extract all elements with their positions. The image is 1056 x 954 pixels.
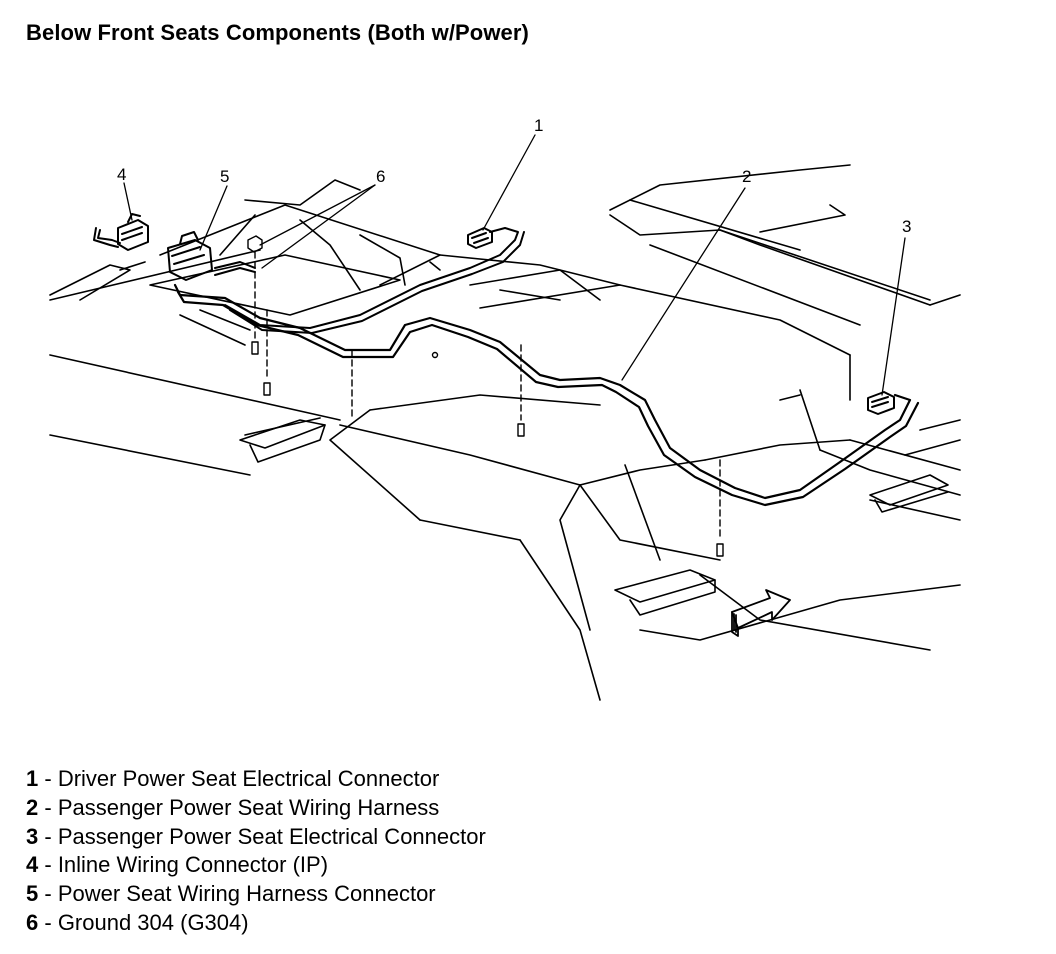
legend-separator: - bbox=[38, 881, 58, 907]
legend-label: Ground 304 (G304) bbox=[57, 909, 249, 935]
passenger-wiring-harness bbox=[93, 227, 920, 507]
legend-item: 6 - Ground 304 (G304) bbox=[26, 909, 486, 938]
legend-label: Passenger Power Seat Wiring Harness bbox=[57, 794, 440, 820]
legend-item: 4 - Inline Wiring Connector (IP) bbox=[26, 851, 486, 880]
legend-label: Driver Power Seat Electrical Connector bbox=[57, 766, 440, 791]
legend-separator: - bbox=[38, 852, 58, 878]
legend-separator: - bbox=[38, 766, 58, 791]
front-direction-arrow bbox=[731, 589, 791, 637]
legend-separator: - bbox=[38, 794, 58, 820]
legend-number: 5 bbox=[26, 881, 39, 907]
legend-separator: - bbox=[38, 823, 58, 849]
inline-connector bbox=[117, 213, 149, 251]
legend-label: Passenger Power Seat Electrical Connecto… bbox=[57, 823, 486, 849]
floor-openings bbox=[239, 419, 949, 616]
legend-item: 3 - Passenger Power Seat Electrical Conn… bbox=[26, 823, 486, 852]
callout-5: 5 bbox=[220, 167, 229, 186]
legend-item: 1 - Driver Power Seat Electrical Connect… bbox=[26, 765, 486, 794]
callout-3: 3 bbox=[902, 217, 911, 236]
harness-connector bbox=[167, 231, 213, 281]
callout-4: 4 bbox=[117, 165, 126, 184]
floor-pan bbox=[49, 164, 961, 701]
legend-label: Power Seat Wiring Harness Connector bbox=[57, 881, 436, 907]
driver-seat-connector bbox=[467, 227, 493, 249]
legend-number: 1 bbox=[26, 766, 39, 791]
diagram-title: Below Front Seats Components (Both w/Pow… bbox=[26, 20, 529, 45]
legend-item: 2 - Passenger Power Seat Wiring Harness bbox=[26, 794, 486, 823]
leader-lines bbox=[123, 134, 906, 396]
legend-number: 6 bbox=[26, 909, 39, 935]
callout-1: 1 bbox=[534, 116, 543, 135]
passenger-seat-connector bbox=[867, 391, 895, 415]
legend-number: 2 bbox=[26, 794, 39, 820]
callout-2: 2 bbox=[742, 167, 751, 186]
legend-separator: - bbox=[38, 909, 58, 935]
legend-label: Inline Wiring Connector (IP) bbox=[57, 852, 329, 878]
legend-item: 5 - Power Seat Wiring Harness Connector bbox=[26, 880, 486, 909]
component-legend: 1 - Driver Power Seat Electrical Connect… bbox=[26, 765, 486, 938]
component-illustration: 1 2 3 4 5 6 bbox=[49, 116, 961, 701]
ground-fasteners bbox=[247, 235, 724, 557]
legend-number: 3 bbox=[26, 823, 39, 849]
callout-6: 6 bbox=[376, 167, 385, 186]
legend-number: 4 bbox=[26, 852, 39, 878]
